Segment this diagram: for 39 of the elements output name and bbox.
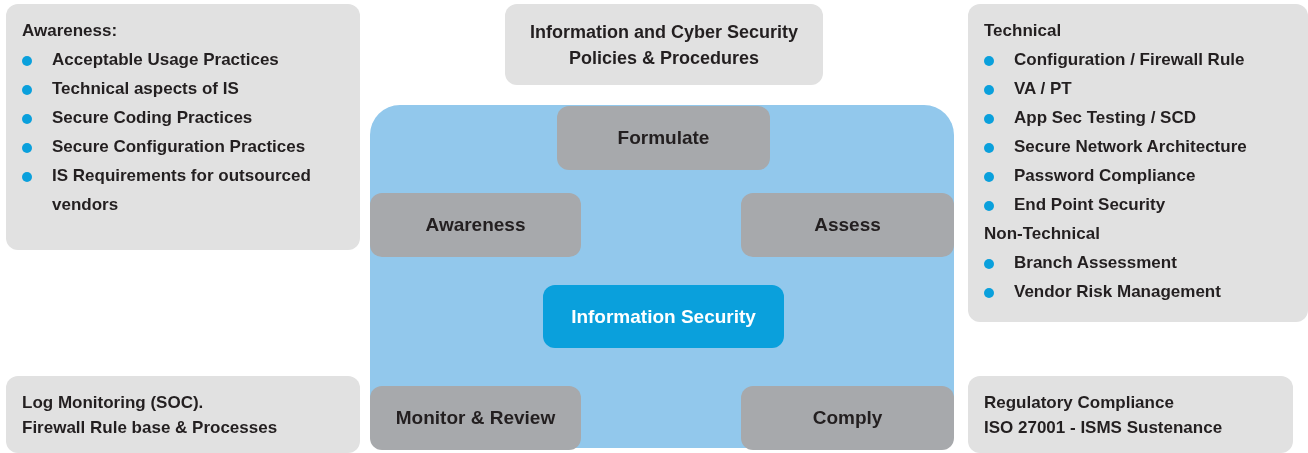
info-panel	[968, 376, 1293, 453]
panel-heading: Awareness:	[22, 20, 119, 42]
list-item: Secure Configuration Practices	[52, 137, 306, 156]
info-panel	[6, 4, 360, 250]
list-item: Technical aspects of IS	[52, 79, 239, 98]
list-item: Password Compliance	[1014, 166, 1196, 185]
list-item: Branch Assessment	[1014, 253, 1177, 272]
list-item: App Sec Testing / SCD	[1014, 108, 1196, 127]
box-label: Assess	[814, 214, 881, 236]
process-box	[370, 193, 581, 257]
info-panel	[505, 4, 823, 85]
box-label: Information Security	[571, 305, 756, 328]
list-item: End Point Security	[1014, 195, 1166, 214]
box-label: Monitor & Review	[395, 407, 556, 429]
box-label: Awareness	[425, 214, 526, 236]
process-area	[370, 105, 954, 448]
list-item: IS Requirements for outsourced vendors	[52, 166, 311, 214]
list-item: Configuration / Firewall Rule	[1014, 50, 1245, 69]
box-label: Formulate	[617, 127, 710, 149]
list-item: Secure Network Architecture	[1014, 137, 1247, 156]
info-panel	[968, 4, 1308, 322]
panel-text: Firewall Rule base & Processes	[22, 417, 279, 439]
core-box	[543, 285, 784, 348]
panel-text: ISO 27001 - ISMS Sustenance	[984, 417, 1224, 439]
process-box	[557, 106, 770, 170]
list-item: Acceptable Usage Practices	[52, 50, 279, 69]
panel-text: Information and Cyber Security Policies & Procedures	[528, 20, 800, 70]
box-label: Comply	[812, 407, 883, 429]
list-item: Vendor Risk Management	[1014, 282, 1221, 301]
panel-text: Regulatory Compliance	[984, 392, 1175, 414]
list-item: VA / PT	[1014, 79, 1072, 98]
panel-text: Log Monitoring (SOC).	[22, 392, 205, 414]
info-panel	[6, 376, 360, 453]
process-box	[370, 386, 581, 450]
list-item: Secure Coding Practices	[52, 108, 253, 127]
process-box	[741, 193, 954, 257]
panel-heading: Non-Technical	[984, 223, 1101, 245]
process-box	[741, 386, 954, 450]
panel-heading: Technical	[984, 20, 1063, 42]
